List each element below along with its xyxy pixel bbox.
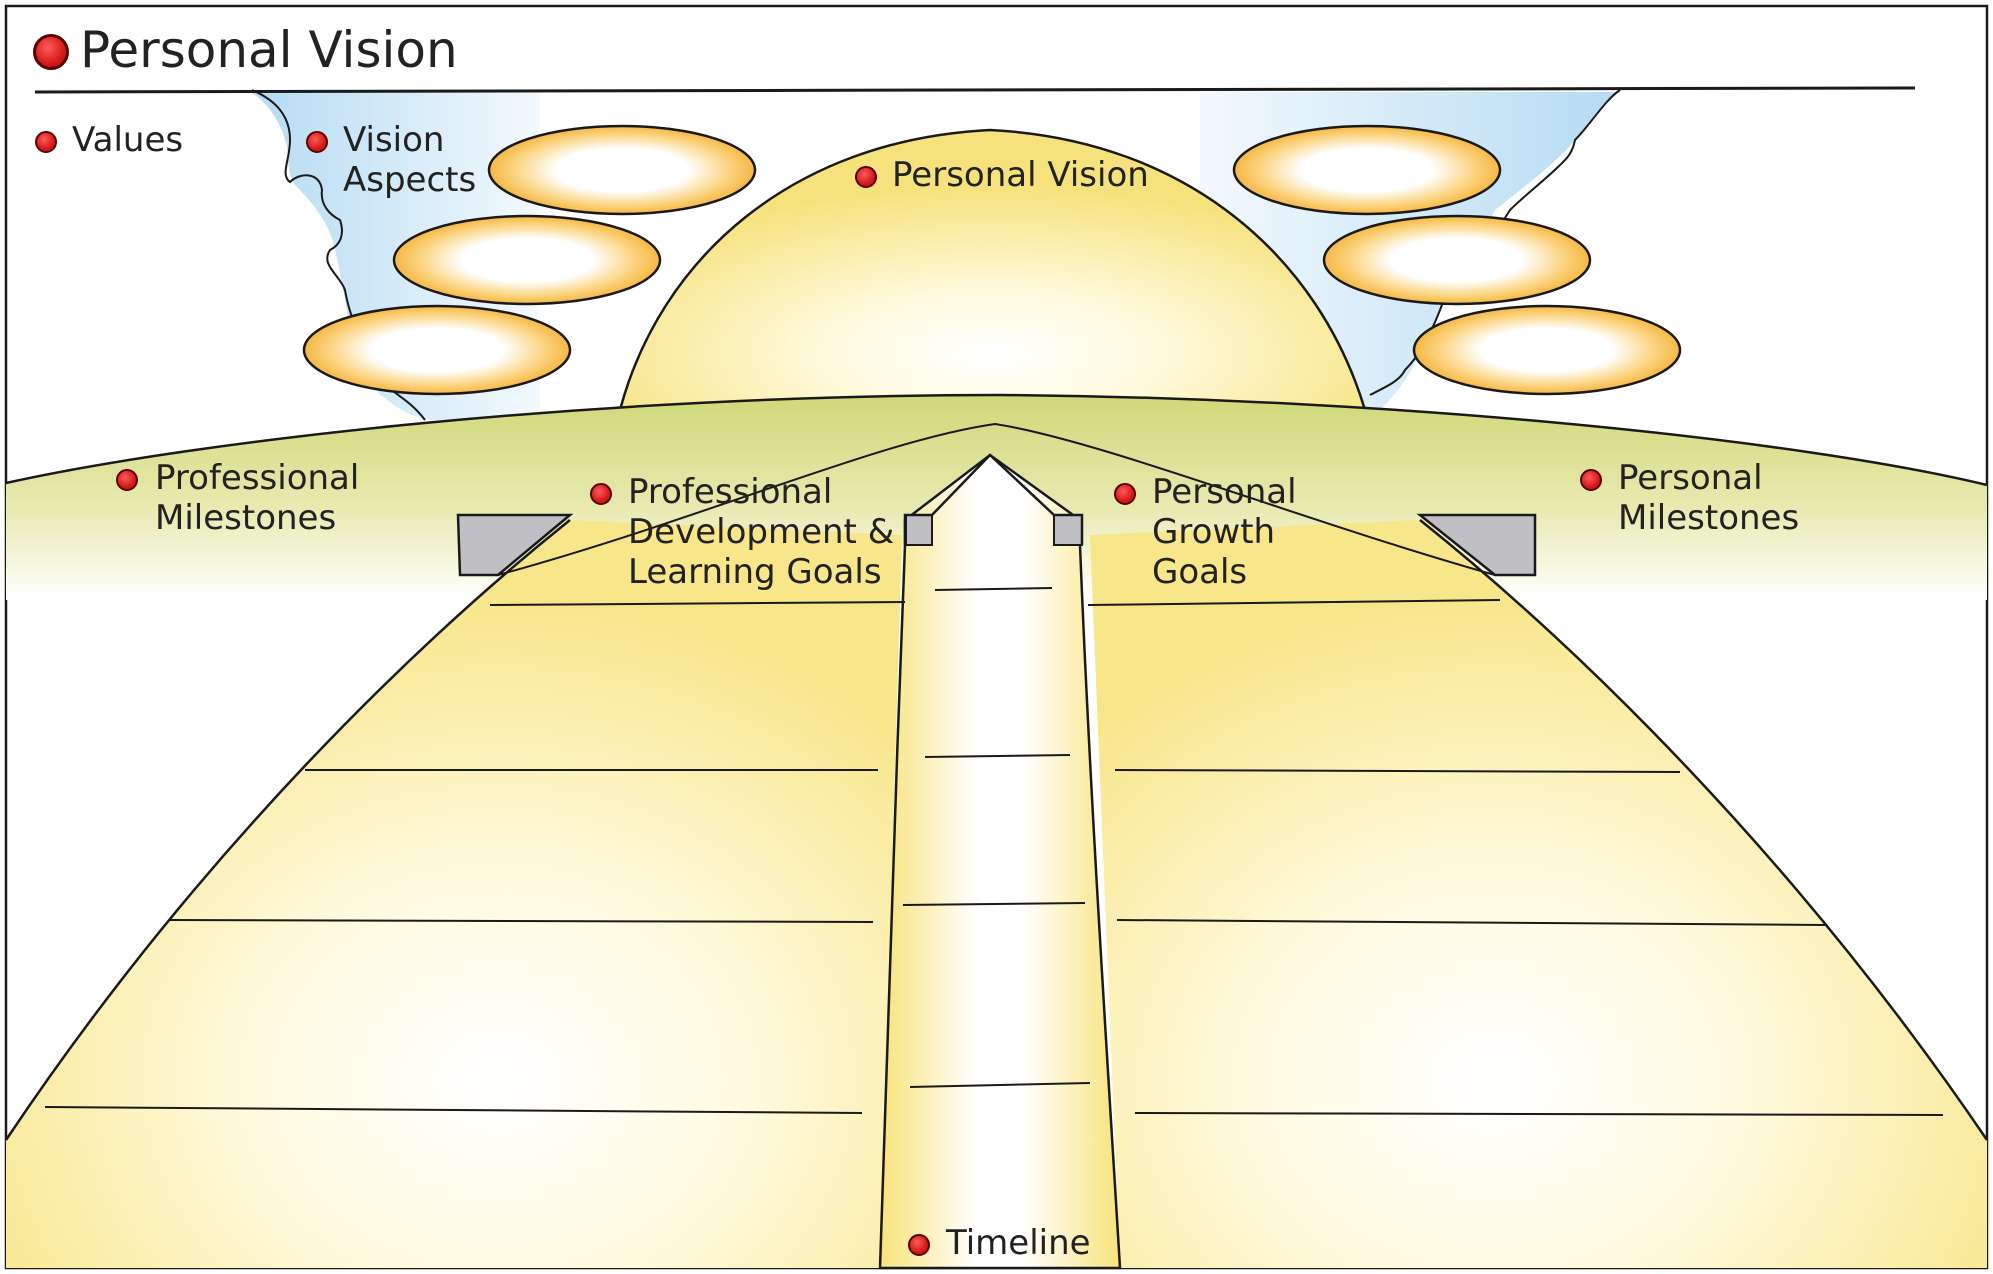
vision-aspects-bullet bbox=[306, 131, 328, 153]
personal-growth-goals-bullet bbox=[1114, 483, 1136, 505]
vision-aspect-cloud bbox=[487, 124, 757, 216]
personal-milestones-label-line2: Milestones bbox=[1618, 498, 1800, 538]
personal-road-outline bbox=[1419, 519, 1989, 1141]
timeline-tick bbox=[902, 902, 1086, 906]
vision-aspect-cloud bbox=[1412, 304, 1682, 396]
personal-vision-bullet bbox=[855, 166, 877, 188]
timeline-tick bbox=[924, 754, 1071, 758]
personal-growth-goals-label-line2: Growth bbox=[1152, 512, 1276, 552]
personal-growth-goals-label-line3: Goals bbox=[1152, 552, 1248, 592]
professional-milestones-bullet bbox=[116, 469, 138, 491]
personal-milestones-bullet bbox=[1580, 469, 1602, 491]
goal-line bbox=[489, 601, 906, 606]
timeline-tick bbox=[934, 587, 1053, 591]
arrow-flange-left bbox=[905, 514, 933, 546]
personal-milestones-label-line1: Personal bbox=[1618, 458, 1763, 498]
goal-line bbox=[44, 1106, 863, 1114]
arrow-flange-right bbox=[1053, 514, 1083, 546]
vision-aspect-cloud bbox=[1322, 214, 1592, 306]
hill-outline bbox=[5, 393, 1988, 487]
timeline-label: Timeline bbox=[946, 1223, 1091, 1263]
goal-line bbox=[1087, 599, 1501, 606]
professional-road bbox=[6, 520, 902, 1268]
personal-road bbox=[1090, 520, 1987, 1268]
professional-road-outline bbox=[4, 519, 571, 1141]
goal-line bbox=[169, 919, 874, 923]
goal-line bbox=[1114, 769, 1681, 773]
sun bbox=[618, 128, 1367, 412]
title-bullet bbox=[33, 34, 69, 70]
timeline-tick bbox=[909, 1082, 1091, 1088]
prof-dev-goals-bullet bbox=[590, 483, 612, 505]
vision-aspects-label-line1: Vision bbox=[343, 120, 445, 160]
goal-line bbox=[1116, 919, 1826, 926]
timeline-arrow bbox=[878, 453, 1122, 1270]
personal-vision-label: Personal Vision bbox=[892, 155, 1149, 195]
personal-growth-goals-label-line1: Personal bbox=[1152, 472, 1297, 512]
values-label: Values bbox=[72, 120, 184, 160]
values-bullet bbox=[35, 131, 57, 153]
page-title: Personal Vision bbox=[80, 21, 458, 79]
vision-aspect-cloud bbox=[302, 304, 572, 396]
professional-milestones-label-line2: Milestones bbox=[155, 498, 337, 538]
vision-aspect-cloud bbox=[1232, 124, 1502, 216]
prof-dev-goals-label-line3: Learning Goals bbox=[628, 552, 882, 592]
professional-milestones-label-line1: Professional bbox=[155, 458, 360, 498]
title-underline bbox=[34, 86, 1916, 94]
timeline-bullet bbox=[908, 1234, 930, 1256]
prof-dev-goals-label-line2: Development & bbox=[628, 512, 895, 552]
prof-dev-goals-label-line1: Professional bbox=[628, 472, 833, 512]
vision-aspect-cloud bbox=[392, 214, 662, 306]
personal-sign bbox=[1416, 513, 1537, 577]
arrow-head-outline bbox=[903, 453, 1084, 545]
vision-aspects-label-line2: Aspects bbox=[343, 160, 477, 200]
goal-line bbox=[1134, 1112, 1944, 1116]
arrow-top-ridge bbox=[497, 422, 1496, 576]
